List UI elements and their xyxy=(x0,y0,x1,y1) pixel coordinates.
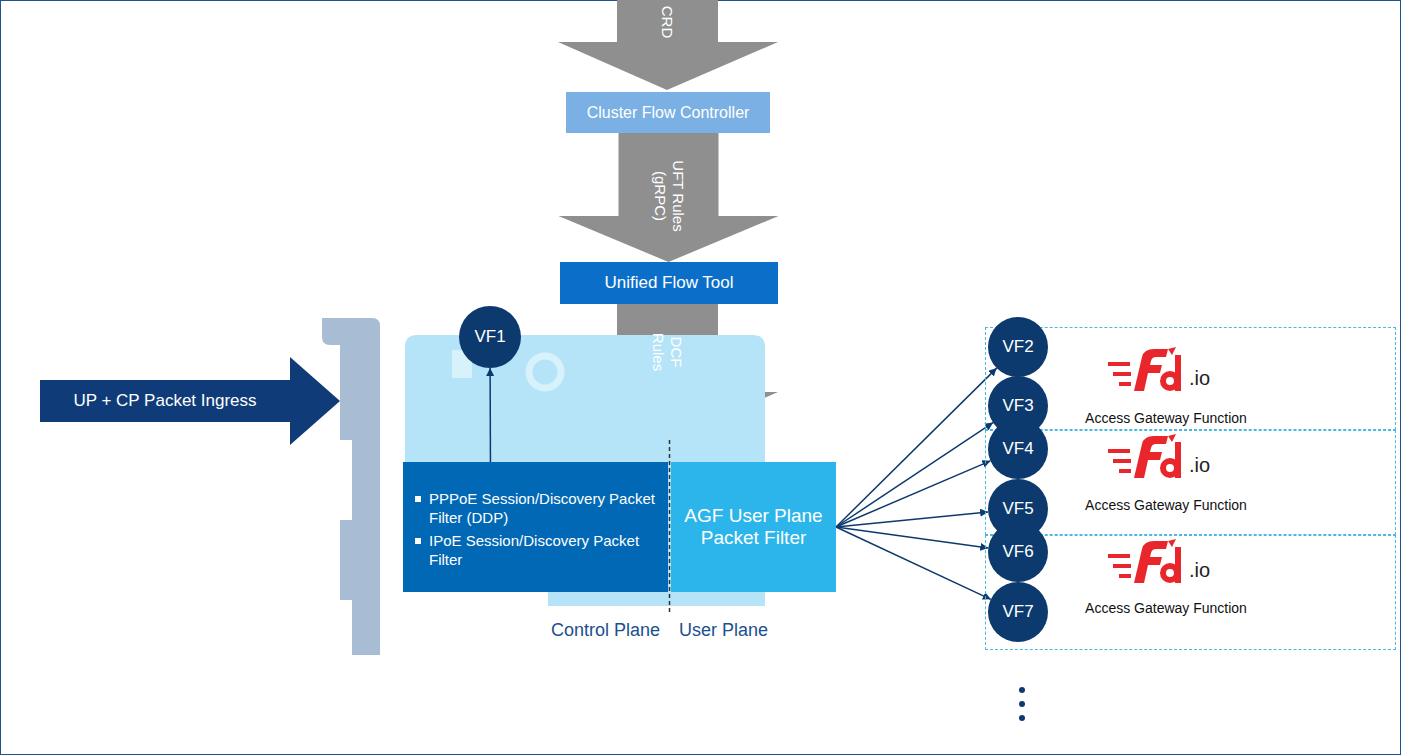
arrow-polygon xyxy=(40,357,340,445)
filter-label: PPPoE Session/Discovery Packet Filter (D… xyxy=(429,490,655,527)
plane-label: User Plane xyxy=(679,620,768,642)
card-component xyxy=(529,356,561,388)
speed-line xyxy=(1119,574,1131,578)
logo-text: .io xyxy=(1189,454,1210,477)
ellipsis-dot xyxy=(1019,687,1025,693)
vf-circle: VF7 xyxy=(988,582,1048,642)
user-plane-filter-box: AGF User Plane Packet Filter xyxy=(671,462,836,592)
group-caption: Access Gateway Function xyxy=(1061,410,1271,426)
speed-line xyxy=(1119,382,1131,386)
vf-circle: VF4 xyxy=(988,419,1048,479)
fdio-logo xyxy=(1108,347,1188,395)
logo-d-stem xyxy=(1175,442,1181,478)
agf-group: .ioAccess Gateway Function VF4VF5 xyxy=(985,430,1396,535)
logo-ear xyxy=(1168,434,1176,442)
box-label: AGF User Plane Packet Filter xyxy=(679,505,828,549)
connector-arrow xyxy=(836,423,993,527)
vf-circle: VF1 xyxy=(459,306,521,368)
speed-line xyxy=(1113,372,1131,376)
vf-circle: VF2 xyxy=(988,317,1048,377)
logo-d-stem xyxy=(1175,547,1181,583)
speed-line xyxy=(1108,362,1130,366)
vf-label: VF6 xyxy=(1002,542,1033,562)
ingress-label: UP + CP Packet Ingress xyxy=(73,391,256,411)
vf-label: VF7 xyxy=(1002,602,1033,622)
connector-arrow xyxy=(489,368,491,462)
filter-label: IPoE Session/Discovery Packet Filter xyxy=(429,532,639,569)
fdio-logo xyxy=(1108,434,1188,482)
filter-list: PPPoE Session/Discovery Packet Filter (D… xyxy=(413,486,658,573)
ellipsis-dot xyxy=(1019,701,1025,707)
connector-arrow xyxy=(836,512,988,527)
ingress-arrow: UP + CP Packet Ingress xyxy=(40,357,340,445)
box-label: Cluster Flow Controller xyxy=(587,104,750,122)
logo-d-bowl xyxy=(1163,566,1177,580)
logo-ear xyxy=(1168,539,1176,547)
tool-box: Unified Flow Tool xyxy=(560,262,778,304)
arrow-label: DCF Rules xyxy=(649,326,685,378)
fdio-logo xyxy=(1108,539,1188,587)
block-arrow xyxy=(559,133,779,262)
control-plane-filter-box: PPPoE Session/Discovery Packet Filter (D… xyxy=(403,462,668,592)
speed-line xyxy=(1108,554,1130,558)
vf-label: VF5 xyxy=(1002,499,1033,519)
agf-group: .ioAccess Gateway Function VF2VF3 xyxy=(985,327,1396,430)
group-caption: Access Gateway Function xyxy=(1061,497,1271,513)
vf-label: VF1 xyxy=(474,327,505,347)
logo-d-bowl xyxy=(1163,374,1177,388)
box-text-wrap: Cluster Flow Controller xyxy=(587,104,750,122)
logo-text: .io xyxy=(1189,367,1210,390)
bullet-square xyxy=(415,496,421,502)
controller-box: Cluster Flow Controller xyxy=(566,92,770,133)
filter-item: PPPoE Session/Discovery Packet Filter (D… xyxy=(413,489,658,528)
logo-d-bowl xyxy=(1163,461,1177,475)
connector-arrow xyxy=(836,527,991,599)
connector-arrow xyxy=(836,368,997,527)
vf-circle: VF6 xyxy=(988,522,1048,582)
speed-line xyxy=(1113,459,1131,463)
speed-line xyxy=(1108,449,1130,453)
filter-item: IPoE Session/Discovery Packet Filter xyxy=(413,531,658,570)
agf-group: .ioAccess Gateway Function VF6VF7 xyxy=(985,535,1396,650)
vf-label: VF4 xyxy=(1002,439,1033,459)
logo-d-stem xyxy=(1175,355,1181,391)
box-text-wrap: AGF User Plane Packet Filter xyxy=(679,505,828,549)
vf-label: VF3 xyxy=(1002,396,1033,416)
box-text-wrap: Unified Flow Tool xyxy=(604,273,733,293)
logo-ear xyxy=(1168,347,1176,355)
arrow-label: CRD xyxy=(658,6,676,39)
logo-text: .io xyxy=(1189,559,1210,582)
card-bracket xyxy=(322,318,380,655)
plane-label: Control Plane xyxy=(551,620,660,642)
arrow-label: UFT Rules (gRPC) xyxy=(651,156,687,236)
speed-line xyxy=(1113,564,1131,568)
speed-line xyxy=(1119,469,1131,473)
bullet-square xyxy=(415,538,421,544)
ellipsis-dot xyxy=(1019,715,1025,721)
box-label: Unified Flow Tool xyxy=(604,273,733,293)
connector-arrow xyxy=(836,461,990,527)
vf-label: VF2 xyxy=(1002,337,1033,357)
ingress-text-wrap: UP + CP Packet Ingress xyxy=(40,380,290,422)
crd-arrow xyxy=(558,0,778,90)
group-caption: Access Gateway Function xyxy=(1061,600,1271,616)
